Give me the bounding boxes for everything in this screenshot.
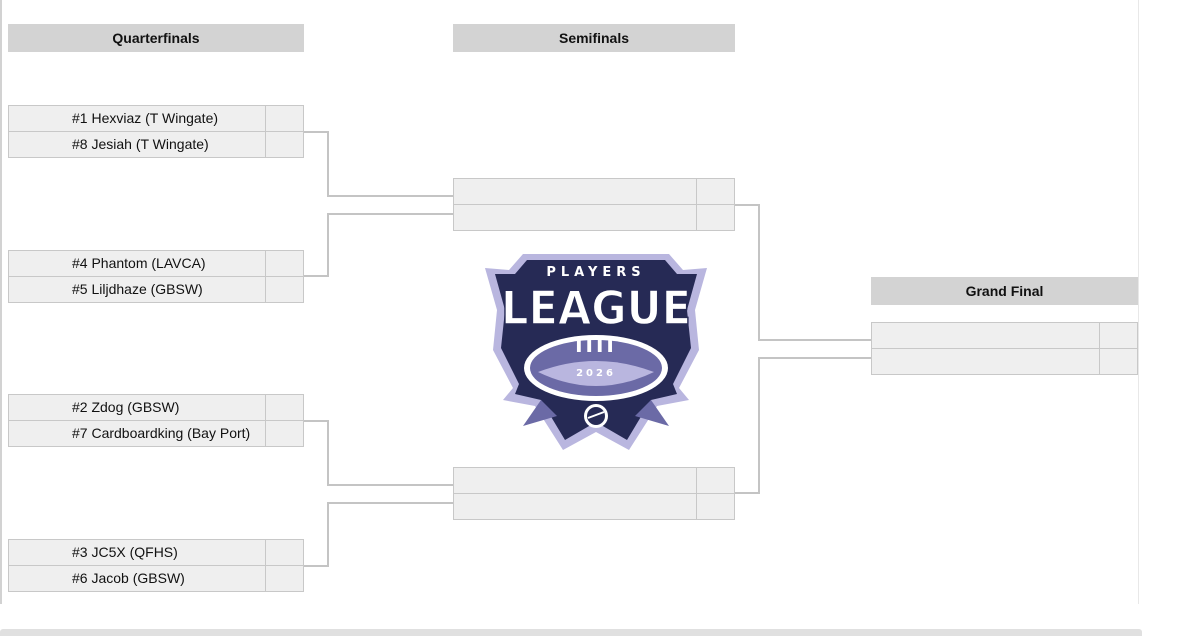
- match-slot[interactable]: #4 Phantom (LAVCA): [8, 250, 304, 277]
- score-box: [266, 540, 303, 565]
- match-slot[interactable]: #5 Liljdhaze (GBSW): [8, 276, 304, 303]
- score-box: [697, 468, 734, 493]
- score-box: [697, 205, 734, 230]
- team-name: [872, 323, 1100, 348]
- match-slot[interactable]: #8 Jesiah (T Wingate): [8, 131, 304, 158]
- match-slot[interactable]: #6 Jacob (GBSW): [8, 565, 304, 592]
- team-name: #7 Cardboardking (Bay Port): [9, 421, 266, 446]
- logo-football-highlight: [538, 361, 654, 386]
- match-slot[interactable]: #3 JC5X (QFHS): [8, 539, 304, 566]
- match-slot[interactable]: [453, 467, 735, 494]
- team-name: #4 Phantom (LAVCA): [9, 251, 266, 276]
- right-border: [1138, 0, 1139, 604]
- score-box: [266, 132, 303, 157]
- team-name: [454, 205, 697, 230]
- logo-league-text: LEAGUE: [501, 281, 691, 335]
- team-name: #3 JC5X (QFHS): [9, 540, 266, 565]
- match-slot[interactable]: [871, 348, 1138, 375]
- team-name: #8 Jesiah (T Wingate): [9, 132, 266, 157]
- qf-match-3: #2 Zdog (GBSW) #7 Cardboardking (Bay Por…: [8, 394, 304, 447]
- score-box: [266, 566, 303, 591]
- team-name: [454, 494, 697, 519]
- connector-sf2: [735, 357, 871, 494]
- match-slot[interactable]: [453, 178, 735, 205]
- match-slot[interactable]: #1 Hexviaz (T Wingate): [8, 105, 304, 132]
- team-name: [872, 349, 1100, 374]
- sf-match-1: [453, 178, 735, 231]
- left-border: [0, 0, 2, 604]
- logo-numeral-text: IIII: [575, 333, 617, 357]
- final-match: [871, 322, 1138, 375]
- logo-year-text: 2026: [576, 368, 616, 379]
- header-grand-final: Grand Final: [871, 277, 1138, 305]
- score-box: [1100, 323, 1137, 348]
- horizontal-scrollbar[interactable]: [0, 629, 1142, 636]
- connector-sf1: [735, 204, 871, 341]
- sf-match-2: [453, 467, 735, 520]
- score-box: [266, 251, 303, 276]
- score-box: [697, 179, 734, 204]
- score-box: [266, 421, 303, 446]
- match-slot[interactable]: [453, 204, 735, 231]
- header-quarterfinals: Quarterfinals: [8, 24, 304, 52]
- team-name: #6 Jacob (GBSW): [9, 566, 266, 591]
- team-name: #2 Zdog (GBSW): [9, 395, 266, 420]
- logo-spike-right: [635, 400, 669, 426]
- team-name: #5 Liljdhaze (GBSW): [9, 277, 266, 302]
- logo-spike-left: [523, 400, 557, 426]
- players-league-logo: PLAYERS LEAGUE IIII 2026: [485, 254, 707, 450]
- score-box: [1100, 349, 1137, 374]
- connector-qf2: [304, 213, 453, 277]
- header-semifinals: Semifinals: [453, 24, 735, 52]
- team-name: [454, 468, 697, 493]
- match-slot[interactable]: #2 Zdog (GBSW): [8, 394, 304, 421]
- team-name: #1 Hexviaz (T Wingate): [9, 106, 266, 131]
- match-slot[interactable]: #7 Cardboardking (Bay Port): [8, 420, 304, 447]
- match-slot[interactable]: [871, 322, 1138, 349]
- team-name: [454, 179, 697, 204]
- connector-qf1: [304, 131, 453, 197]
- qf-match-4: #3 JC5X (QFHS) #6 Jacob (GBSW): [8, 539, 304, 592]
- connector-qf4: [304, 502, 453, 567]
- score-box: [266, 106, 303, 131]
- connector-qf3: [304, 420, 453, 486]
- score-box: [266, 277, 303, 302]
- match-slot[interactable]: [453, 493, 735, 520]
- qf-match-2: #4 Phantom (LAVCA) #5 Liljdhaze (GBSW): [8, 250, 304, 303]
- score-box: [266, 395, 303, 420]
- logo-players-text: PLAYERS: [546, 265, 645, 280]
- qf-match-1: #1 Hexviaz (T Wingate) #8 Jesiah (T Wing…: [8, 105, 304, 158]
- score-box: [697, 494, 734, 519]
